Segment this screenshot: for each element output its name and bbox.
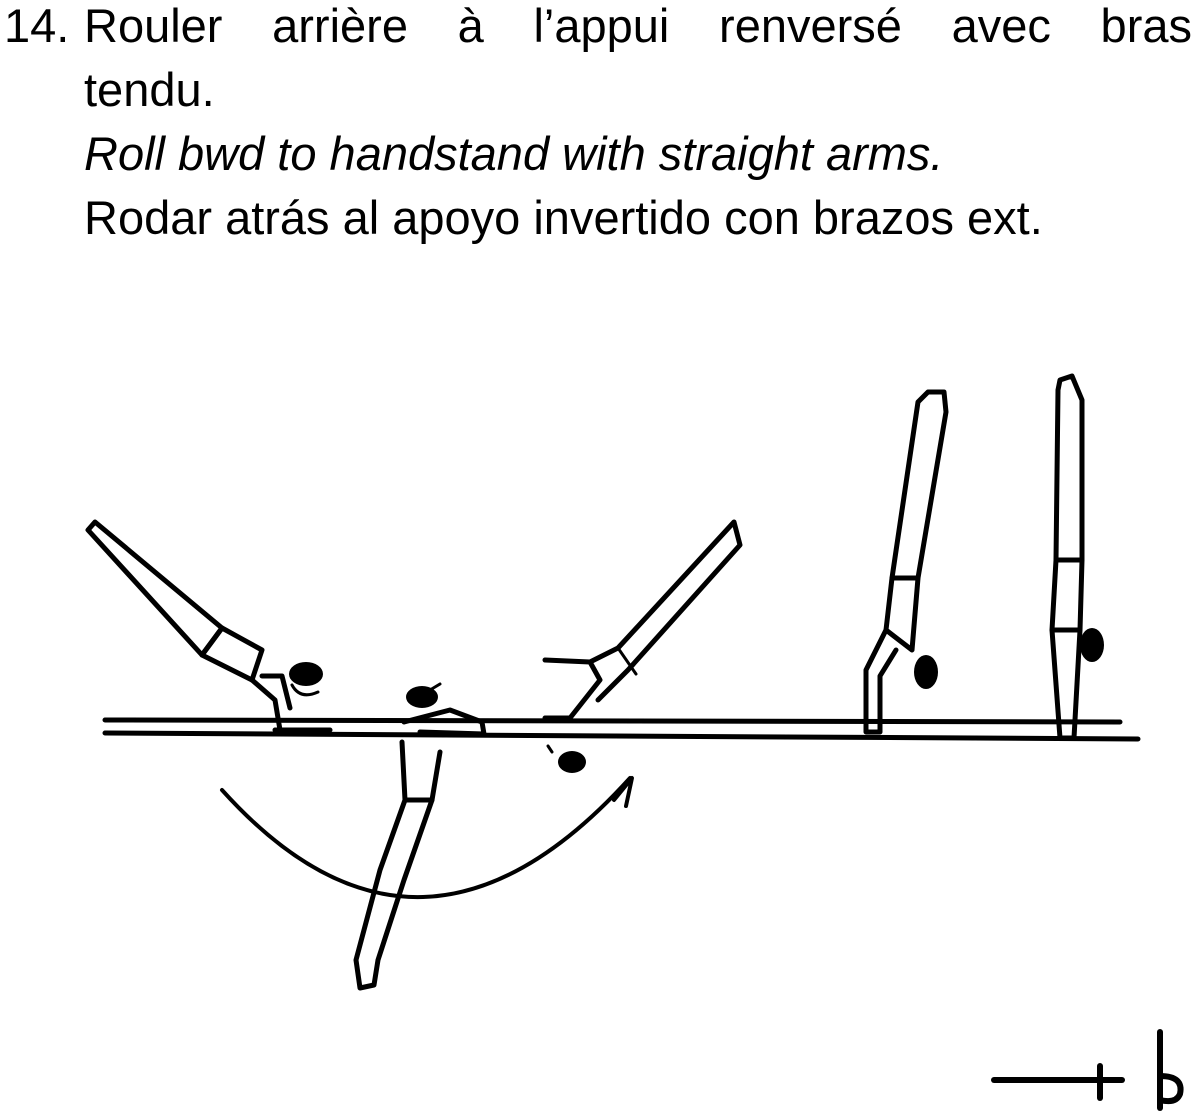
title-spanish: Rodar atrás al apoyo invertido con brazo…	[84, 191, 1043, 244]
figure-tuck-push	[542, 519, 743, 721]
figure-straight-handstand	[1049, 373, 1104, 741]
title-english: Roll bwd to handstand with straight arms…	[84, 127, 944, 180]
title-french-line1: Rouler arrière à l’appui renversé avec b…	[84, 0, 1192, 52]
figure-piked-handstand	[863, 389, 949, 735]
motion-arc-arrow	[220, 776, 634, 899]
figure-pike-support	[85, 519, 333, 733]
title-french-line2: tendu.	[84, 63, 215, 116]
apparatus-symbol	[991, 1029, 1184, 1111]
figure-seated-roll	[401, 682, 487, 737]
bar-rails	[102, 717, 1141, 742]
figure-inverted-under-bar	[353, 739, 586, 991]
element-number: 14.	[4, 0, 70, 52]
